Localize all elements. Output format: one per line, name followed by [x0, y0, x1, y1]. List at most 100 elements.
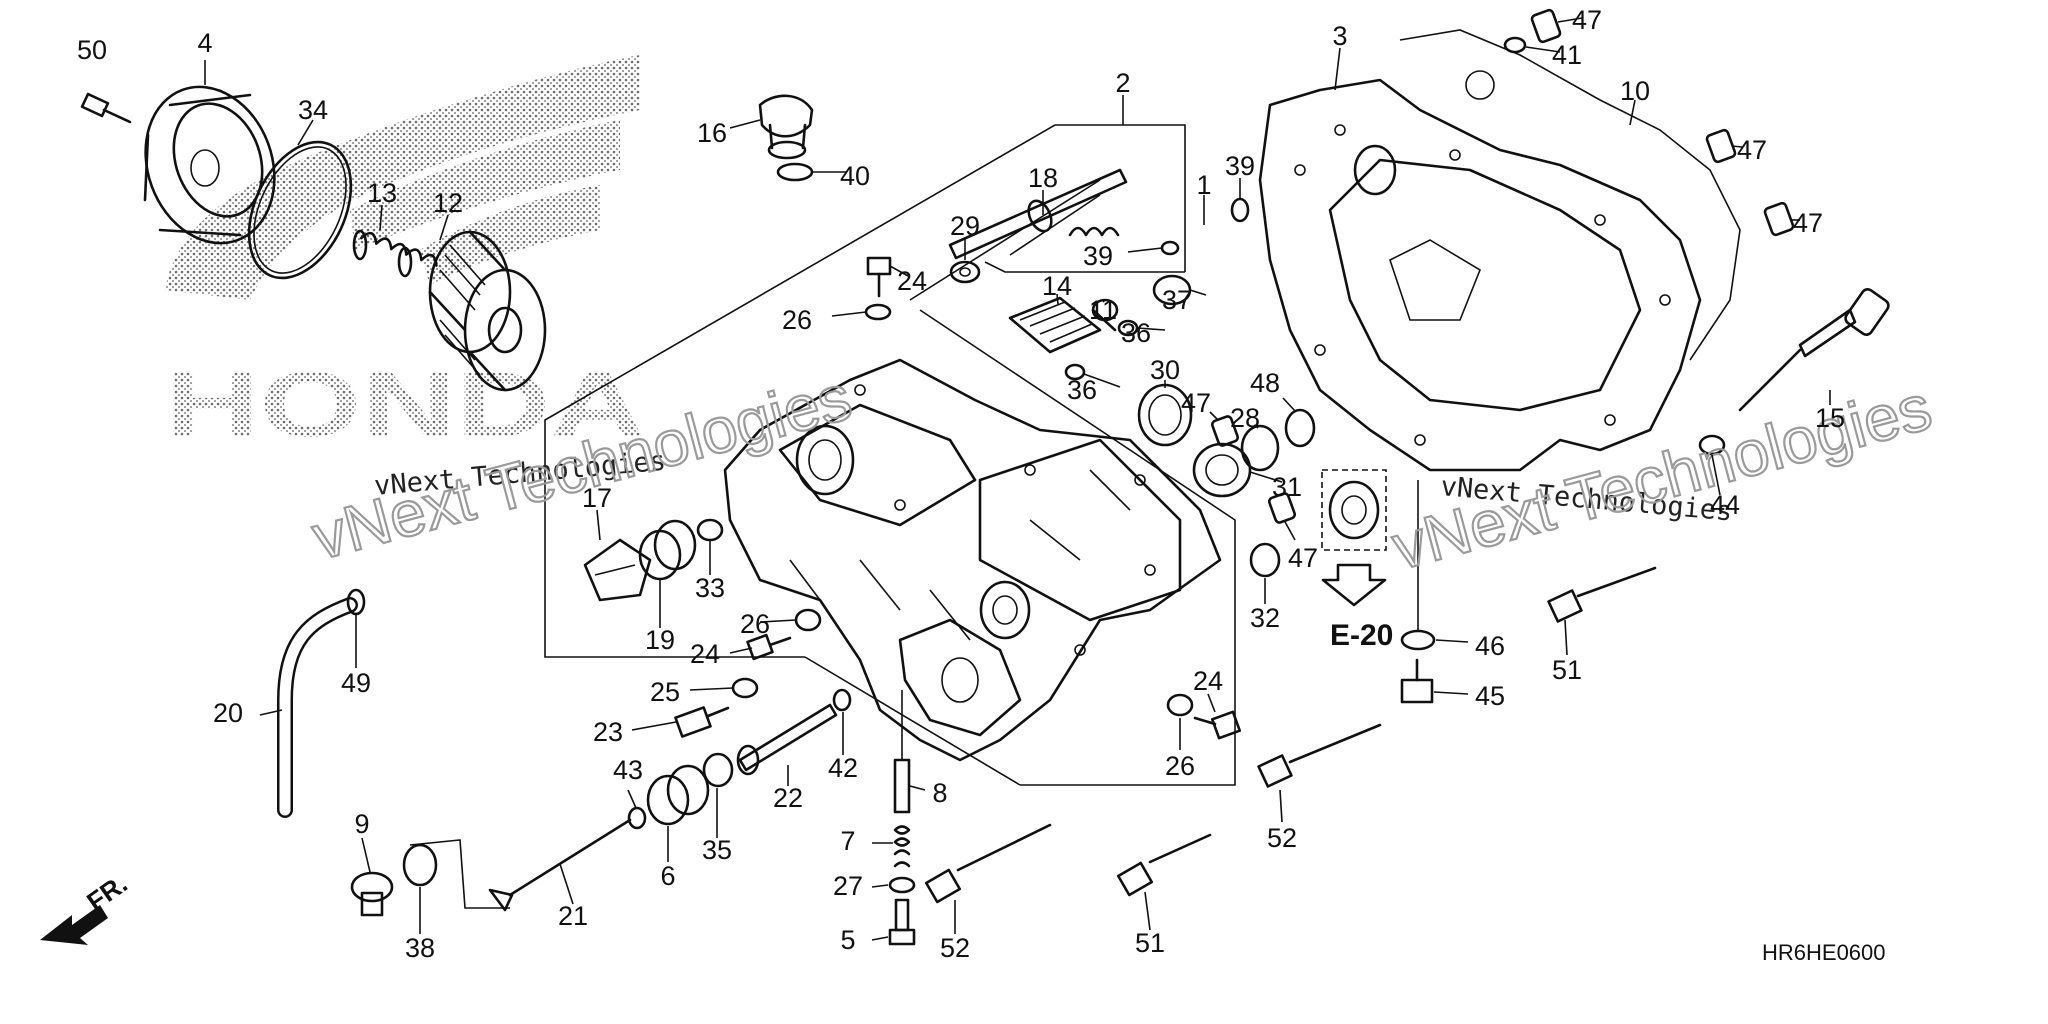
leader-c25	[689, 687, 734, 691]
shaft-22	[736, 703, 838, 776]
callout-c11: 11	[1089, 295, 1117, 325]
leader-c45	[1433, 691, 1469, 695]
callout-c6: 6	[660, 861, 675, 891]
leader-c28	[1253, 424, 1259, 429]
spring-7	[893, 825, 911, 868]
speed-sensor-15	[1738, 288, 1890, 412]
leader-c47e	[1283, 519, 1296, 541]
leader-c51a	[1144, 891, 1151, 931]
strainer-screen-14	[1008, 296, 1102, 354]
callout-c28: 28	[1230, 403, 1260, 433]
callout-c9: 9	[354, 809, 369, 839]
leader-c8	[909, 785, 926, 791]
callout-c32: 32	[1250, 603, 1280, 633]
e20-detail	[1321, 469, 1387, 607]
leader-c16	[729, 119, 761, 129]
leader-c9	[361, 837, 371, 873]
flange-bolt-51-left	[1116, 833, 1212, 897]
oil-filter-12	[428, 230, 547, 392]
dowel-47-c	[1530, 8, 1562, 44]
washer-33	[696, 518, 724, 542]
leader-c27	[871, 884, 889, 888]
leader-c26a	[831, 311, 867, 317]
washer-26-upper	[864, 303, 892, 321]
callout-c43: 43	[613, 755, 643, 785]
rod-21	[488, 818, 632, 912]
washer-42	[832, 688, 852, 712]
dowel-47-a	[1210, 415, 1240, 447]
o-ring-35	[702, 752, 734, 788]
washer-29	[949, 260, 981, 284]
spring-1	[1068, 226, 1120, 237]
breather-hose-20	[277, 597, 358, 818]
callout-c30: 30	[1150, 355, 1180, 385]
hose-clip-49	[346, 588, 366, 616]
callout-c17: 17	[582, 483, 612, 513]
drain-bolt-45	[1400, 658, 1434, 704]
washer-46	[1400, 629, 1436, 651]
callout-c25: 25	[650, 677, 680, 707]
leader-c11	[1102, 299, 1106, 303]
honda-logo-watermark: HONDA	[165, 55, 645, 456]
part-6	[646, 764, 710, 826]
callout-c51b: 51	[1552, 655, 1582, 685]
oil-seal-28	[1240, 424, 1280, 472]
leader-c17	[596, 509, 601, 541]
callout-c18: 18	[1028, 163, 1058, 193]
leader-c23	[631, 721, 677, 731]
callout-c31: 31	[1272, 472, 1302, 502]
leader-c51b	[1564, 619, 1568, 656]
spring-13	[352, 229, 438, 278]
dowel-47-e	[1763, 201, 1795, 237]
washer-25	[731, 677, 759, 699]
callout-c26b: 26	[740, 609, 770, 639]
callout-c5: 5	[840, 925, 855, 955]
spacer-19	[638, 519, 697, 581]
callout-c21: 21	[558, 901, 588, 931]
front-direction-arrow: FR.	[40, 868, 133, 945]
callout-c8: 8	[932, 778, 947, 808]
oil-filter-cover	[143, 85, 276, 245]
callout-c41: 41	[1552, 40, 1582, 70]
callout-c52b: 52	[1267, 823, 1297, 853]
leader-c5	[871, 936, 889, 941]
leader-c47c	[1731, 145, 1743, 148]
callout-c23: 23	[593, 717, 623, 747]
callout-c10: 10	[1620, 76, 1650, 106]
drain-plug-9	[350, 871, 394, 917]
leader-c20	[259, 709, 283, 716]
callout-c22: 22	[773, 783, 803, 813]
callout-c7: 7	[840, 826, 855, 856]
callout-c36b: 36	[1067, 375, 1097, 405]
callout-c47e: 47	[1288, 543, 1318, 573]
leader-c41	[1525, 46, 1561, 53]
leader-c14	[1056, 293, 1059, 305]
callout-c1: 1	[1196, 170, 1211, 200]
leader-c43	[627, 789, 637, 809]
callout-c24b: 24	[690, 639, 720, 669]
callout-c44: 44	[1710, 490, 1740, 520]
callout-c12: 12	[433, 188, 463, 218]
leader-c39b	[1127, 247, 1163, 253]
snap-ring-48	[1284, 408, 1316, 448]
leader-c24b	[729, 647, 753, 654]
reference-code: HR6HE0600	[1762, 940, 1886, 965]
washer-27	[888, 876, 916, 894]
leader-c24c	[1207, 693, 1216, 713]
leader-c37	[1189, 289, 1207, 296]
callout-c39b: 39	[1083, 241, 1113, 271]
washer-26-lower	[1166, 693, 1194, 717]
shift-shaft-18	[948, 168, 1128, 260]
o-ring-34	[247, 140, 353, 280]
callout-c34: 34	[298, 95, 328, 125]
callout-c49: 49	[341, 668, 371, 698]
oil-filler-cap-16	[758, 94, 814, 160]
callout-c26c: 26	[1165, 751, 1195, 781]
callout-c19: 19	[645, 625, 675, 655]
flange-bolt-52-left	[924, 823, 1052, 904]
rear-case-cover-3	[1258, 78, 1702, 472]
flange-bolt-51-right	[1547, 566, 1657, 623]
callout-c36a: 36	[1121, 318, 1151, 348]
